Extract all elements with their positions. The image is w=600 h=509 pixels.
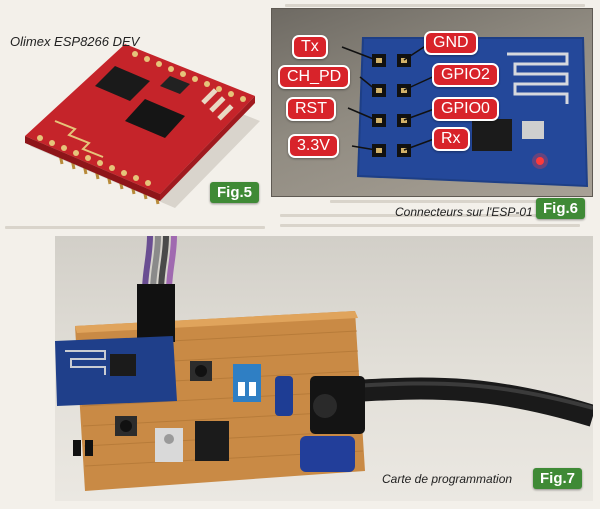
pin-label-3v3: 3.3V	[288, 134, 339, 158]
pin-label-ch-pd: CH_PD	[278, 65, 351, 89]
fig5-caption: Olimex ESP8266 DEV	[10, 34, 140, 49]
olimex-board-illustration	[25, 44, 260, 208]
pin-label-gpio0: GPIO0	[432, 97, 499, 121]
fig7-tag: Fig.7	[533, 468, 583, 489]
fig6-caption: Connecteurs sur l'ESP-01	[395, 205, 533, 219]
pin-label-rst: RST	[286, 97, 336, 121]
pin-label-rx: Rx	[432, 127, 470, 151]
pin-label-gnd: GND	[424, 31, 478, 55]
fig7-caption: Carte de programmation	[382, 472, 513, 486]
figure-esp01-connectors: Tx CH_PD RST 3.3V GND GPIO2 GPIO0 Rx	[271, 8, 593, 197]
pin-label-gpio2: GPIO2	[432, 63, 499, 87]
figure-olimex-board: Olimex ESP8266 DEV Fig.5	[0, 26, 270, 211]
figure-programming-board: Carte de programmation Fig.7	[55, 236, 593, 501]
fig6-tag: Fig.6	[536, 198, 586, 219]
fig5-tag: Fig.5	[210, 182, 260, 203]
pin-label-tx: Tx	[292, 35, 328, 59]
programming-board-illustration	[55, 236, 593, 491]
